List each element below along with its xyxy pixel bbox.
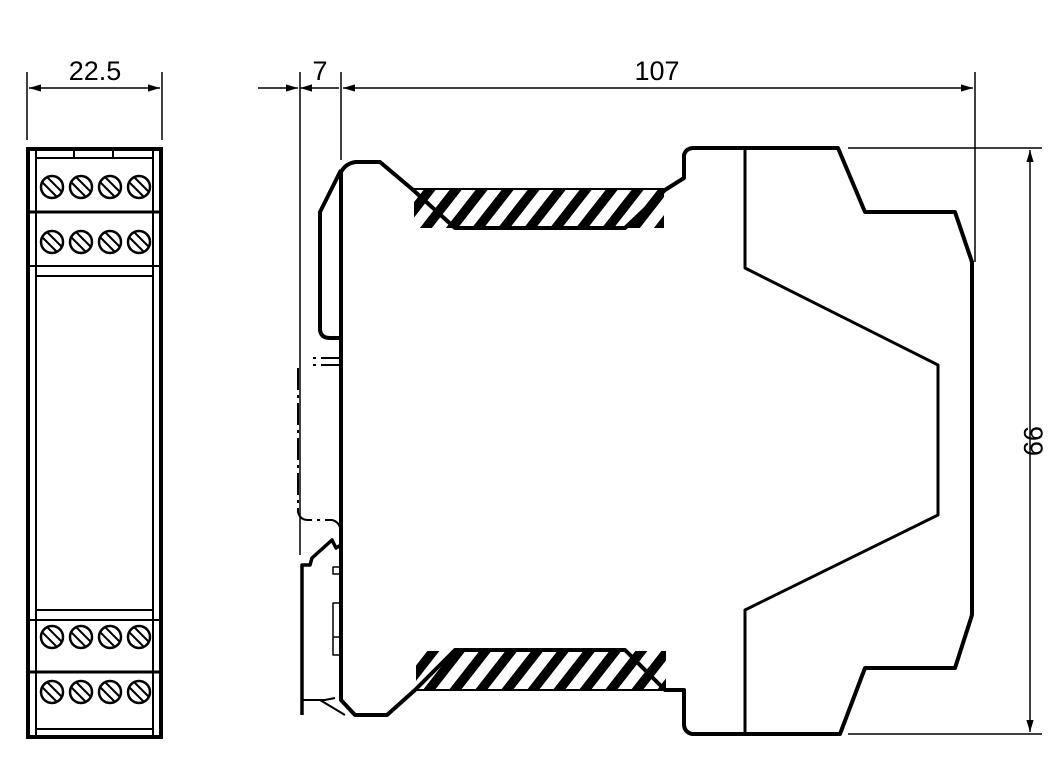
screw-icon — [97, 624, 123, 650]
dimension-width — [26, 72, 163, 140]
side-view — [297, 146, 974, 736]
dimension-height-label: 99 — [1018, 426, 1048, 456]
terminal-screws — [39, 174, 152, 705]
screw-icon — [126, 679, 152, 705]
front-view — [26, 147, 163, 739]
display-window — [35, 275, 154, 611]
screw-icon — [68, 624, 94, 650]
housing-outline — [339, 146, 974, 736]
screw-icon — [68, 229, 94, 255]
screw-icon — [39, 174, 65, 200]
hatched-vent-top — [414, 189, 664, 228]
screw-icon — [97, 174, 123, 200]
dimension-height — [848, 147, 1042, 735]
screw-icon — [126, 174, 152, 200]
screw-icon — [39, 229, 65, 255]
screw-icon — [39, 679, 65, 705]
screw-icon — [126, 229, 152, 255]
screw-icon — [68, 174, 94, 200]
dimension-depth-label: 107 — [634, 56, 679, 86]
hatched-vent-bottom — [416, 651, 666, 690]
dimension-rail-offset-label: 7 — [312, 56, 327, 86]
screw-icon — [39, 624, 65, 650]
dimension-width-label: 22.5 — [69, 56, 122, 86]
screw-icon — [126, 624, 152, 650]
dimension-depth — [258, 72, 976, 555]
screw-icon — [97, 679, 123, 705]
screw-icon — [97, 229, 123, 255]
screw-icon — [68, 679, 94, 705]
